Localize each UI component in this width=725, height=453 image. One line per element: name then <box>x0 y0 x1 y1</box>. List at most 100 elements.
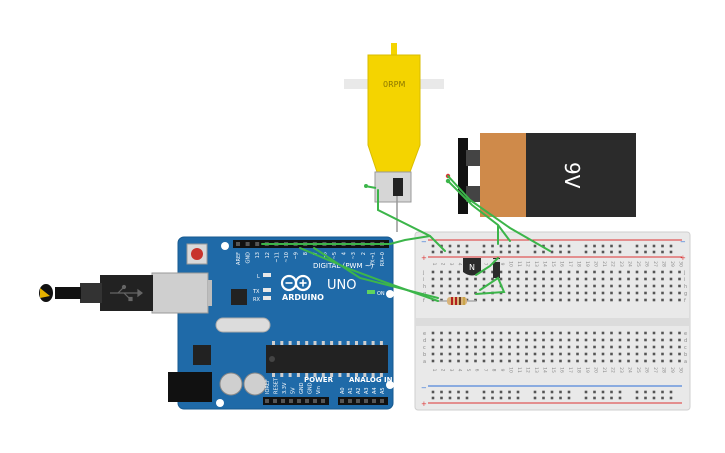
column-number: 1 <box>431 263 437 266</box>
column-number: 10 <box>508 367 514 373</box>
row-letter: j <box>422 270 424 276</box>
column-number: 17 <box>567 367 573 373</box>
header-socket[interactable] <box>289 399 293 403</box>
battery-label-band <box>480 133 526 217</box>
header-socket[interactable] <box>305 399 309 403</box>
mount-hole-4 <box>216 399 224 407</box>
wire-motor-to-breadboard[interactable] <box>377 189 446 252</box>
wire-battery-to-diode[interactable] <box>447 180 511 242</box>
pin-label: A0 <box>340 387 346 394</box>
row-letter: g <box>684 291 687 297</box>
pin-label: GND <box>299 382 305 394</box>
led-on-label: ON <box>377 291 385 297</box>
column-number: 11 <box>516 261 522 267</box>
dc-gear-motor[interactable]: 0RPM <box>344 43 444 232</box>
header-socket[interactable] <box>265 399 269 403</box>
column-number: 18 <box>576 261 582 267</box>
header-socket[interactable] <box>372 399 376 403</box>
header-socket[interactable] <box>356 399 360 403</box>
pin-label: A3 <box>364 387 370 394</box>
battery-clip <box>458 138 468 214</box>
analog-header <box>338 397 388 405</box>
header-socket[interactable] <box>255 242 260 246</box>
wire-transistor-to-diode[interactable] <box>475 257 499 276</box>
column-number: 17 <box>567 261 573 267</box>
battery-9v[interactable]: 9V <box>445 133 636 217</box>
breadboard-holes <box>431 244 681 400</box>
header-socket[interactable] <box>236 242 240 246</box>
wire-gnd-to-breadboard[interactable] <box>313 247 439 299</box>
pin-label: A1 <box>348 387 354 394</box>
column-number: 22 <box>610 261 616 267</box>
analog-label: ANALOG IN <box>349 376 393 384</box>
wire-arduino-gnd-to-rail[interactable] <box>261 235 431 245</box>
pin-label: ~3 <box>351 252 357 259</box>
header-socket[interactable] <box>380 399 384 403</box>
voltage-regulator <box>193 345 211 365</box>
header-socket[interactable] <box>321 399 325 403</box>
breadboard[interactable]: 1234567891011121314151617181920212223242… <box>414 231 691 411</box>
column-number: 4 <box>457 263 463 266</box>
header-socket[interactable] <box>281 399 285 403</box>
wire-battery-to-rail[interactable] <box>447 175 551 252</box>
usb-plug-collar <box>80 283 102 303</box>
usb-cable[interactable] <box>39 275 153 311</box>
led-on <box>367 290 375 294</box>
pin-label: 3.3V <box>282 382 288 394</box>
chip-pins-bottom <box>272 373 383 377</box>
power-header-sockets[interactable] <box>265 399 325 403</box>
pin-label: TX→1 <box>370 252 376 267</box>
wires[interactable] <box>261 175 551 302</box>
header-socket[interactable] <box>273 399 277 403</box>
power-header <box>263 397 329 405</box>
column-number: 7 <box>482 369 488 372</box>
row-letter: h <box>684 284 687 290</box>
dc-power-jack <box>168 372 212 402</box>
led-tx <box>263 288 271 292</box>
column-number: 24 <box>627 261 633 267</box>
led-l <box>263 273 271 277</box>
npn-transistor[interactable]: N <box>463 258 481 276</box>
column-number: 27 <box>652 367 658 373</box>
column-number: 1 <box>431 369 437 372</box>
pin-label: RESET <box>274 377 280 394</box>
analog-header-sockets[interactable] <box>340 399 384 403</box>
row-letter: f <box>423 298 425 304</box>
power-label: POWER <box>304 376 334 384</box>
header-socket[interactable] <box>313 399 317 403</box>
column-number: 23 <box>618 261 624 267</box>
header-socket[interactable] <box>245 242 250 246</box>
column-number: 11 <box>516 367 522 373</box>
column-number: 29 <box>669 367 675 373</box>
row-letter: j <box>683 270 685 276</box>
row-letter: i <box>423 277 424 283</box>
column-number: 28 <box>661 261 667 267</box>
header-socket[interactable] <box>297 399 301 403</box>
column-number: 29 <box>669 261 675 267</box>
usb-chip <box>231 289 247 305</box>
column-number: 12 <box>525 367 531 373</box>
rail-minus-label-3: − <box>680 238 686 246</box>
arduino-logo <box>280 274 312 292</box>
column-number: 10 <box>508 261 514 267</box>
header-socket[interactable] <box>364 399 368 403</box>
column-number: 14 <box>542 261 548 267</box>
row-letter: b <box>684 352 687 358</box>
column-number: 26 <box>644 261 650 267</box>
column-number: 27 <box>652 261 658 267</box>
row-letter: h <box>423 284 426 290</box>
wire-transistor-to-gnd[interactable] <box>475 276 506 295</box>
pin-label: IOREF <box>265 379 271 394</box>
header-socket[interactable] <box>348 399 352 403</box>
pin-label: RX←0 <box>380 252 386 266</box>
column-number: 15 <box>550 367 556 373</box>
column-number: 8 <box>491 369 497 372</box>
capacitor-1 <box>219 372 243 396</box>
row-letter: b <box>423 352 426 358</box>
resistor[interactable] <box>438 297 476 305</box>
header-socket[interactable] <box>340 399 344 403</box>
